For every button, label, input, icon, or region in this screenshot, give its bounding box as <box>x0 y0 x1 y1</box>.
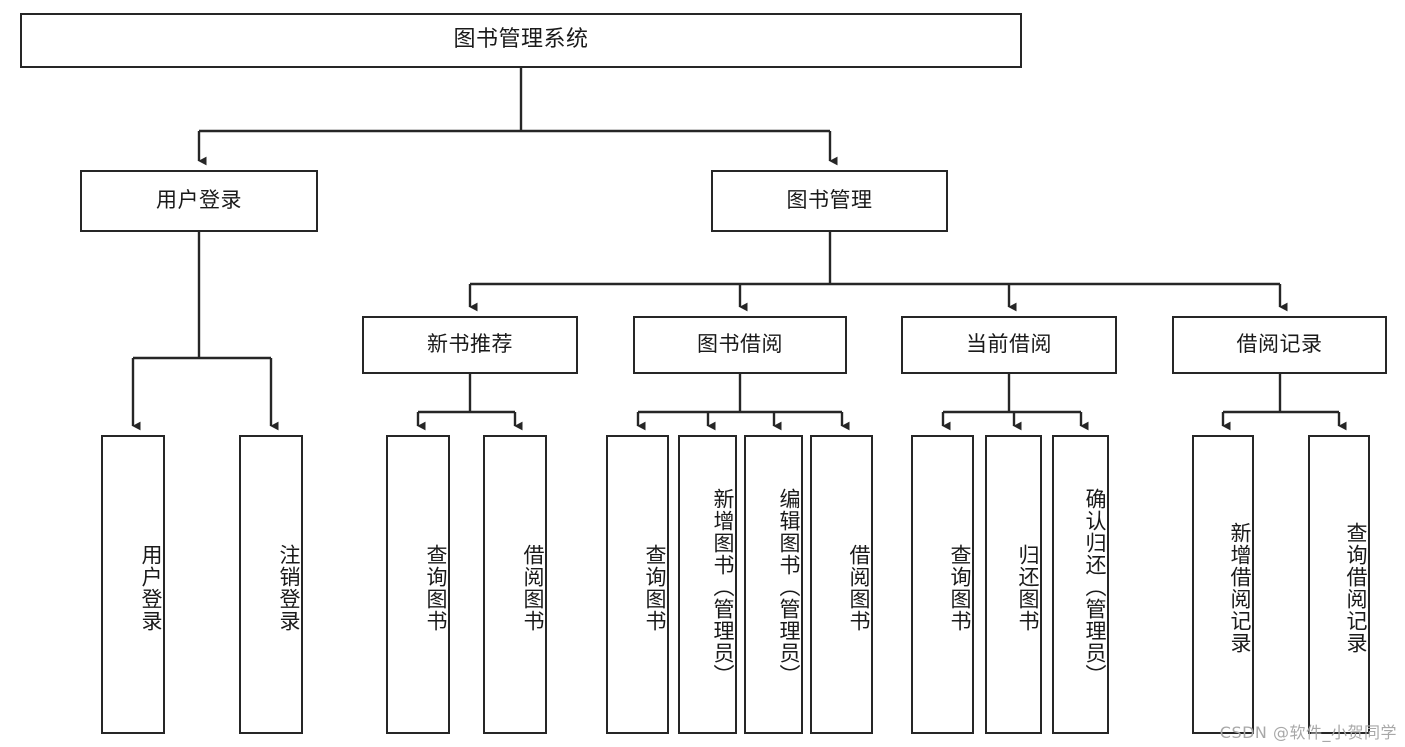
node-leaf-edit-book[interactable]: 编辑图书（管理员） <box>744 435 803 734</box>
node-leaf-user-login-label: 用户登录 <box>139 543 163 632</box>
node-current-borrow[interactable]: 当前借阅 <box>901 316 1117 374</box>
node-leaf-confirm-return-label: 确认归还（管理员） <box>1083 487 1107 686</box>
node-leaf-confirm-return[interactable]: 确认归还（管理员） <box>1052 435 1109 734</box>
node-leaf-add-book-label: 新增图书（管理员） <box>711 487 735 686</box>
node-leaf-logout-label: 注销登录 <box>277 543 301 632</box>
node-new-book-recommend-label: 新书推荐 <box>427 332 513 357</box>
node-leaf-add-record[interactable]: 新增借阅记录 <box>1192 435 1254 734</box>
node-leaf-borrow-book-2[interactable]: 借阅图书 <box>810 435 873 734</box>
node-book-borrow-label: 图书借阅 <box>697 332 783 357</box>
node-new-book-recommend[interactable]: 新书推荐 <box>362 316 578 374</box>
node-leaf-query-record[interactable]: 查询借阅记录 <box>1308 435 1370 734</box>
watermark-text: CSDN @软件_小贺同学 <box>1219 723 1397 742</box>
node-book-borrow[interactable]: 图书借阅 <box>633 316 847 374</box>
node-root[interactable]: 图书管理系统 <box>20 13 1022 68</box>
node-leaf-user-login[interactable]: 用户登录 <box>101 435 165 734</box>
node-current-borrow-label: 当前借阅 <box>966 332 1052 357</box>
node-leaf-borrow-book-2-label: 借阅图书 <box>847 543 871 632</box>
node-leaf-query-book-2-label: 查询图书 <box>643 543 667 632</box>
node-borrow-record-label: 借阅记录 <box>1236 332 1323 357</box>
node-borrow-record[interactable]: 借阅记录 <box>1172 316 1387 374</box>
node-user-login[interactable]: 用户登录 <box>80 170 318 232</box>
node-root-label: 图书管理系统 <box>453 27 589 53</box>
node-leaf-logout[interactable]: 注销登录 <box>239 435 303 734</box>
node-leaf-query-book-1-label: 查询图书 <box>424 543 448 632</box>
node-leaf-query-book-1[interactable]: 查询图书 <box>386 435 450 734</box>
node-book-manage-label: 图书管理 <box>786 188 873 213</box>
node-leaf-borrow-book-1-label: 借阅图书 <box>521 543 545 632</box>
node-leaf-return-book-label: 归还图书 <box>1016 543 1040 632</box>
node-leaf-query-record-label: 查询借阅记录 <box>1344 521 1368 654</box>
node-leaf-add-record-label: 新增借阅记录 <box>1228 521 1252 654</box>
node-leaf-query-book-2[interactable]: 查询图书 <box>606 435 669 734</box>
node-leaf-query-book-3-label: 查询图书 <box>948 543 972 632</box>
node-leaf-query-book-3[interactable]: 查询图书 <box>911 435 974 734</box>
node-leaf-borrow-book-1[interactable]: 借阅图书 <box>483 435 547 734</box>
node-user-login-label: 用户登录 <box>156 188 242 213</box>
node-book-manage[interactable]: 图书管理 <box>711 170 948 232</box>
node-leaf-return-book[interactable]: 归还图书 <box>985 435 1042 734</box>
node-leaf-add-book[interactable]: 新增图书（管理员） <box>678 435 737 734</box>
node-leaf-edit-book-label: 编辑图书（管理员） <box>777 487 801 686</box>
